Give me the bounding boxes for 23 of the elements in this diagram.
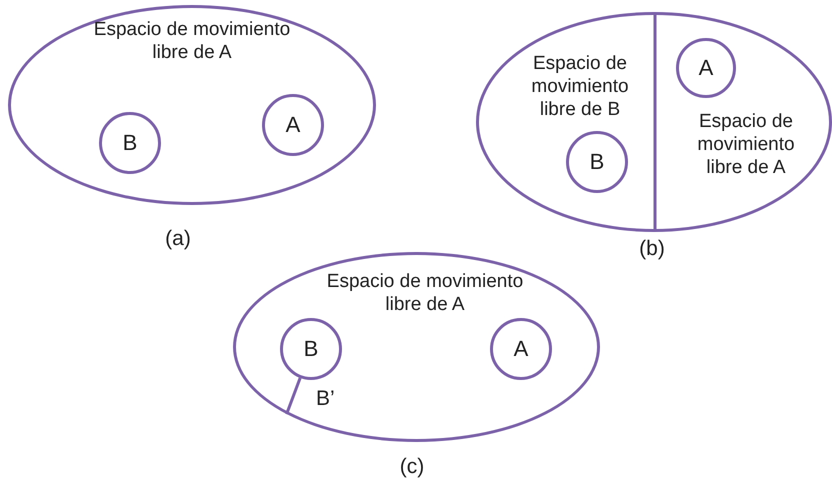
ellipse: [476, 12, 832, 232]
circle-label: B: [588, 148, 606, 176]
panel-label: (c): [398, 455, 426, 478]
region-label: Espacio de movimiento libre de A: [326, 270, 524, 316]
region-label: Espacio de movimiento libre de A: [696, 110, 796, 179]
panel-label: (a): [164, 227, 192, 250]
region-label: Espacio de movimiento libre de A: [92, 18, 292, 64]
circle-label: A: [284, 111, 302, 139]
ellipse: [8, 5, 376, 205]
circle: [262, 94, 324, 156]
circle-label: B: [302, 335, 320, 363]
circle: [676, 38, 736, 98]
region-label: Espacio de movimiento libre de B: [530, 52, 630, 121]
circle-label: A: [512, 335, 530, 363]
panel-label: (b): [638, 237, 666, 260]
circle-label: B: [122, 129, 138, 157]
circle: [490, 318, 552, 380]
edge-label: B’: [316, 387, 335, 410]
circle: [566, 131, 628, 193]
circle: [99, 112, 161, 174]
circle-label: A: [698, 54, 714, 82]
ellipse: [233, 252, 600, 442]
circle: [280, 318, 342, 380]
